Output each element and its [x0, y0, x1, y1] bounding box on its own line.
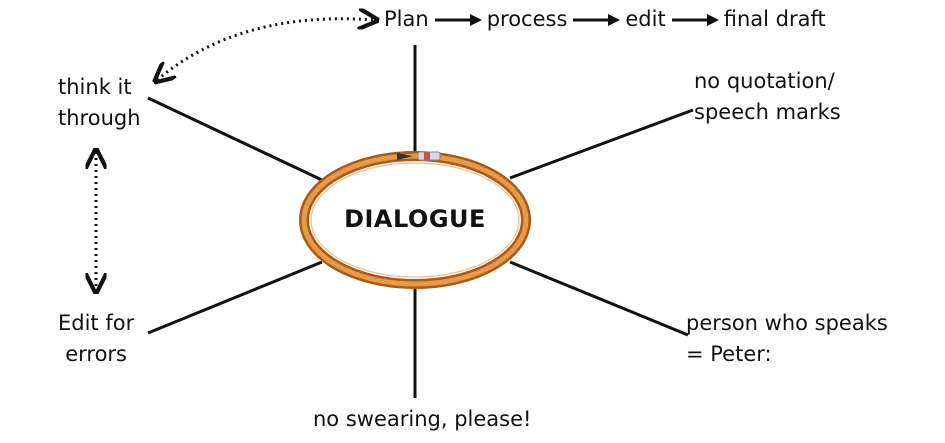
writing-process-flow: Plan process edit final draft	[384, 4, 826, 35]
node-edit-line2: errors	[65, 342, 127, 366]
center-title: DIALOGUE	[344, 205, 486, 233]
node-speaker-line1: person who speaks	[686, 311, 888, 335]
dotted-arrow-think-plan	[157, 19, 375, 80]
node-edit-for-errors: Edit for errors	[58, 308, 134, 370]
node-quotation-line2: speech marks	[694, 100, 841, 124]
right-arrow-icon	[432, 4, 484, 35]
flow-step-final-draft: final draft	[723, 7, 826, 31]
node-speaker-line2: = Peter:	[686, 342, 772, 366]
node-no-swearing: no swearing, please!	[313, 404, 531, 435]
node-think-line2: through	[58, 106, 141, 130]
spoke-think	[147, 96, 323, 182]
node-edit-line1: Edit for	[58, 311, 135, 335]
right-arrow-icon	[570, 4, 622, 35]
node-no-quotation-marks: no quotation/ speech marks	[694, 66, 841, 128]
dialogue-ring	[299, 151, 531, 289]
right-arrow-icon	[669, 4, 721, 35]
flow-step-process: process	[486, 7, 568, 31]
node-quotation-line1: no quotation/	[694, 69, 835, 93]
flow-step-plan: Plan	[384, 7, 429, 31]
flow-step-edit: edit	[625, 7, 666, 31]
node-think-line1: think it	[58, 75, 132, 99]
spoke-edit-errors	[147, 260, 323, 335]
spoke-quotation	[509, 108, 694, 180]
node-person-who-speaks: person who speaks = Peter:	[686, 308, 888, 370]
spoke-speaker	[509, 260, 689, 337]
pencil-tip-icon	[397, 153, 413, 160]
node-think-it-through: think it through	[58, 72, 141, 134]
node-swearing-line1: no swearing, please!	[313, 407, 532, 431]
